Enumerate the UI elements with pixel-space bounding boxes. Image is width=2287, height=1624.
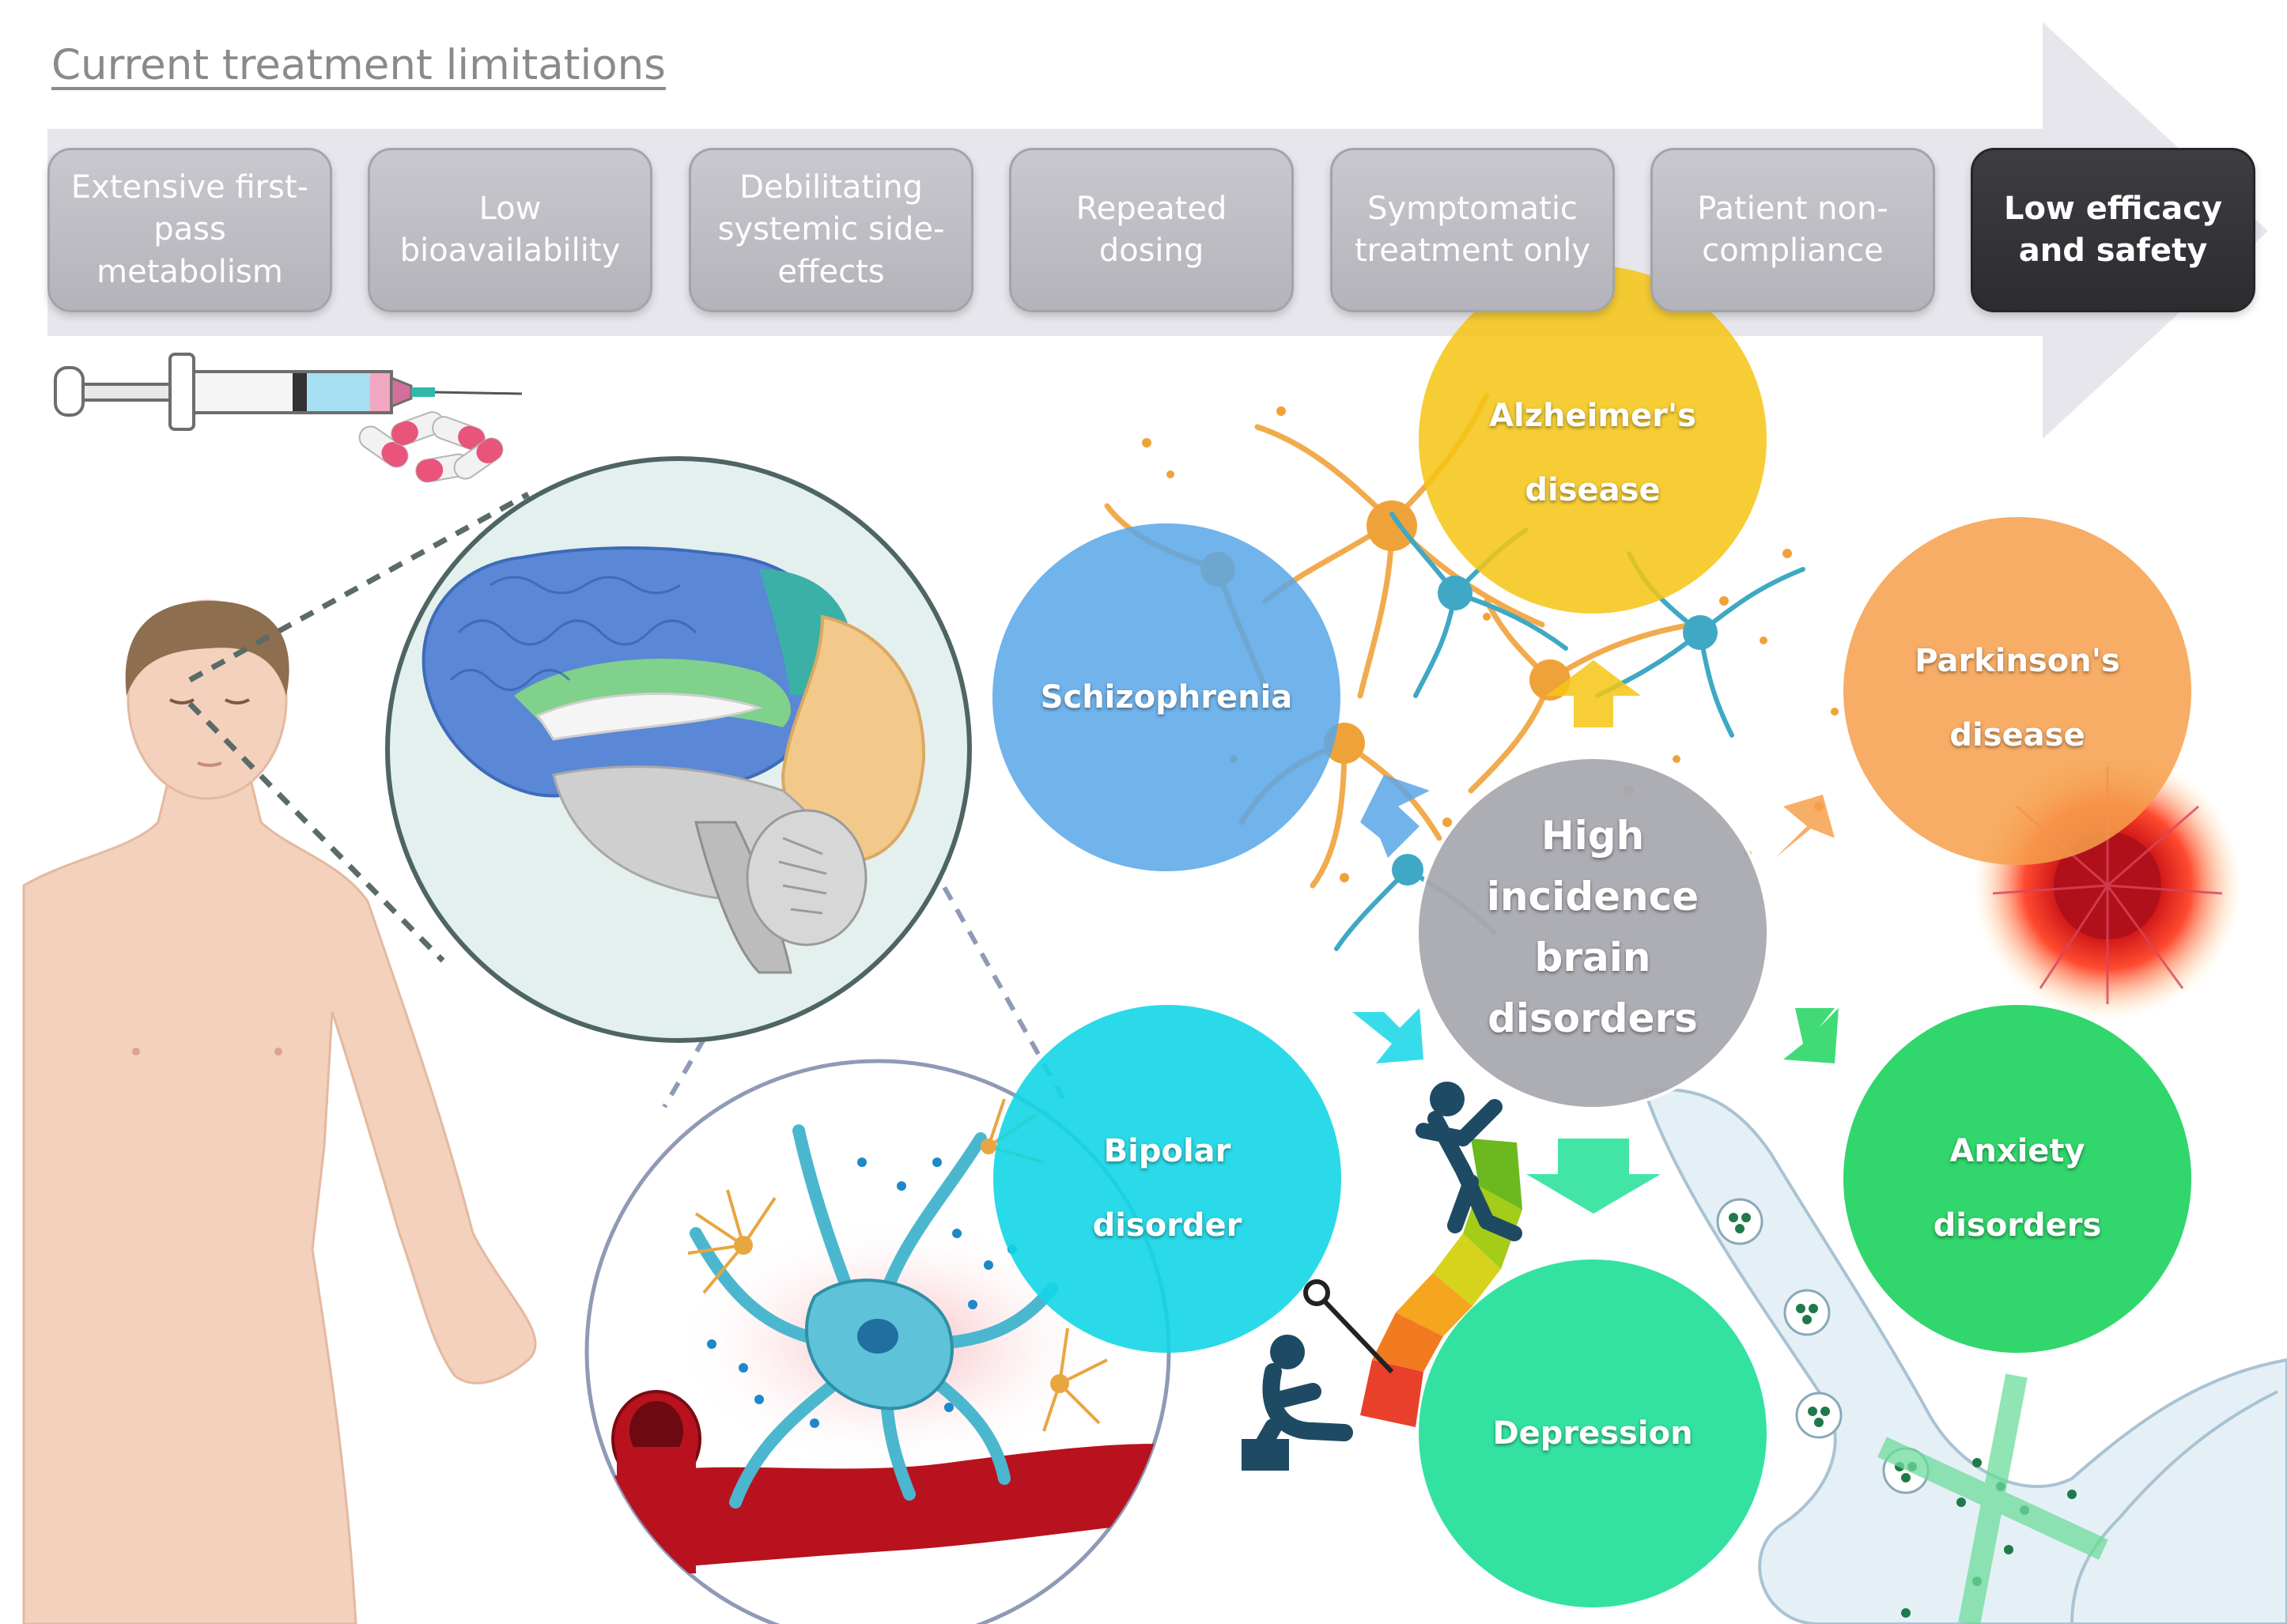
circle-alzheimers — [1419, 266, 1767, 614]
arrow-to-bipolar — [1352, 1008, 1423, 1063]
limitation-repeated-dosing: Repeated dosing — [1009, 148, 1294, 312]
circle-anxiety — [1843, 1005, 2191, 1353]
syringe-icon — [54, 353, 523, 431]
teal-neuron-bodies — [1392, 576, 1718, 886]
limitation-systemic-side-effects: Debilitating systemic side-effects — [689, 148, 973, 312]
pill-icon — [358, 411, 504, 483]
limitation-symptomatic-treatment: Symptomatic treatment only — [1330, 148, 1615, 312]
synapse-icon — [1642, 1088, 2287, 1624]
page-title: Current treatment limitations — [51, 41, 666, 89]
circle-depression — [1419, 1260, 1767, 1607]
label-parkinsons: Parkinson's disease — [1915, 643, 2120, 753]
connector-arrows — [1352, 660, 1839, 1214]
disorder-circles — [992, 266, 2191, 1607]
label-depression: Depression — [1492, 1415, 1693, 1452]
label-schizophrenia: Schizophrenia — [1040, 679, 1293, 716]
brain-icon — [385, 456, 972, 1043]
arrow-to-parkinsons — [1775, 795, 1835, 858]
circle-center — [1416, 756, 1770, 1110]
limitation-patient-non-compliance: Patient non-compliance — [1650, 148, 1935, 312]
arrow-to-alzheimers — [1546, 660, 1641, 727]
limitation-low-efficacy-safety: Low efficacy and safety — [1971, 148, 2255, 312]
circle-parkinsons — [1843, 517, 2191, 865]
limitation-low-bioavailability: Low bioavailability — [368, 148, 652, 312]
label-anxiety: Anxiety disorders — [1933, 1133, 2102, 1244]
mood-gauge-icon — [1242, 1082, 1522, 1471]
arrow-to-anxiety — [1783, 1008, 1839, 1063]
label-center: High incidence brain disorders — [1486, 813, 1699, 1041]
arrow-to-schizophrenia — [1360, 775, 1430, 858]
label-alzheimers: Alzheimer's disease — [1489, 398, 1696, 508]
circle-bipolar — [993, 1005, 1341, 1353]
label-bipolar: Bipolar disorder — [1092, 1133, 1242, 1244]
human-figure-icon — [22, 599, 537, 1624]
limitation-first-pass-metabolism: Extensive first-pass metabolism — [47, 148, 332, 312]
circle-schizophrenia — [992, 523, 1340, 871]
arrow-to-depression — [1526, 1139, 1661, 1214]
zoom-lines — [187, 491, 530, 963]
